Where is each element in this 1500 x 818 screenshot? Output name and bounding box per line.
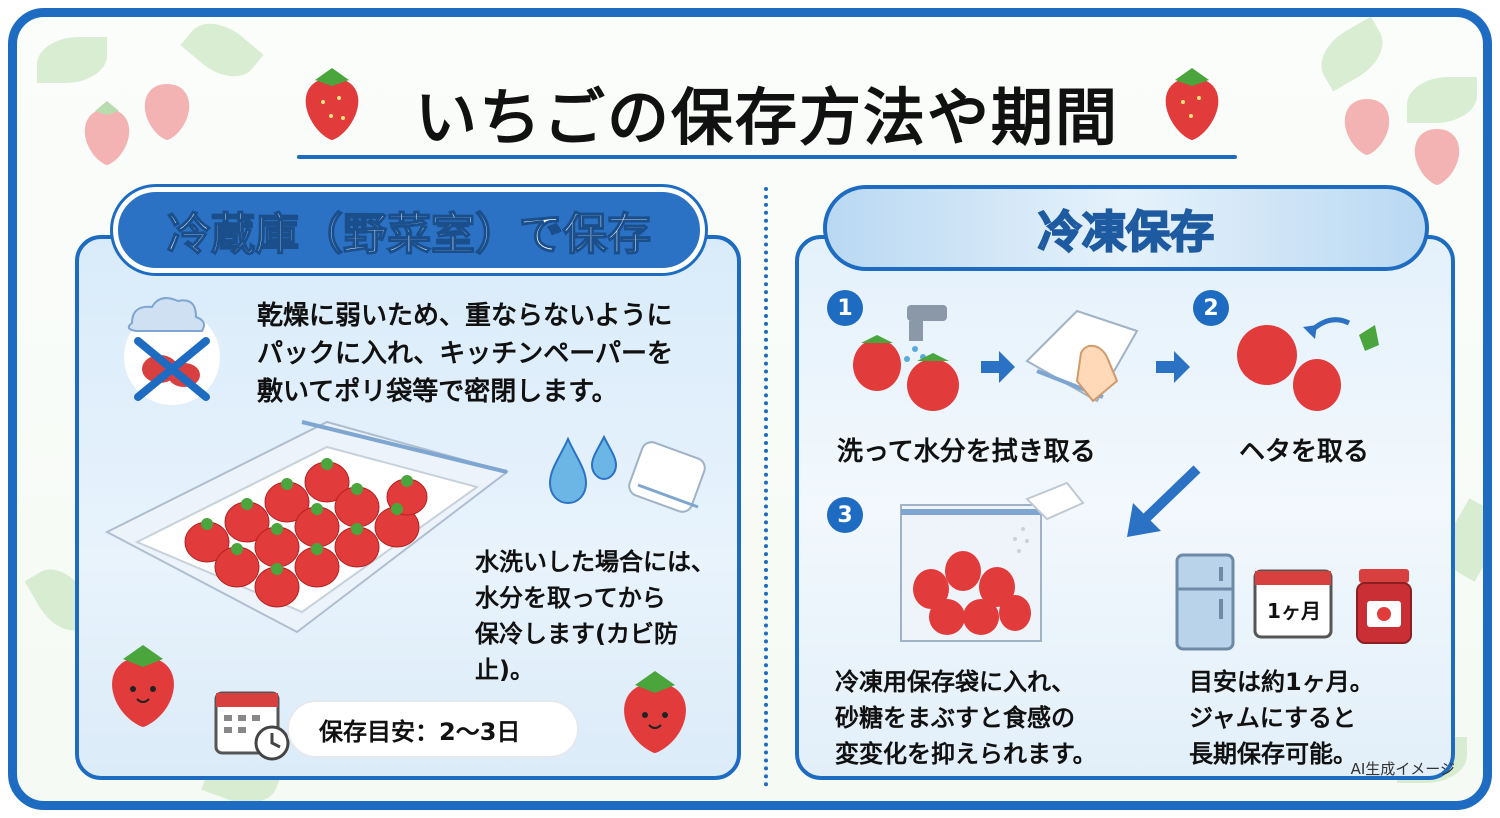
fridge-icon <box>1175 553 1235 651</box>
step-3-line: 変変化を抑えられます。 <box>835 740 1097 768</box>
step-number: 2 <box>1193 290 1229 326</box>
step-2-label: ヘタを取る <box>1239 437 1370 467</box>
strawberry-hull-icon <box>1237 317 1379 411</box>
fridge-text-line: 乾燥に弱いため、重ならないように <box>257 301 673 331</box>
bag-icon <box>900 481 1085 642</box>
step-3-text: 冷凍用保存袋に入れ、 砂糖をまぶすと食感の 変変化を抑えられます。 <box>835 664 1155 772</box>
storage-duration-text: 保存目安：2〜3日 <box>319 717 521 746</box>
storage-text: 目安は約1ヶ月。 ジャムにすると 長期保存可能。 <box>1189 664 1429 772</box>
water-drop-icon <box>548 435 706 513</box>
step-number: 3 <box>827 497 863 533</box>
strawberry-icon <box>84 101 130 165</box>
cross-icon <box>134 337 210 401</box>
fridge-text-line: 敷いてポリ袋等で密閉します。 <box>257 377 618 407</box>
strawberry-pack-illustration <box>104 420 510 634</box>
strawberry-icon <box>1165 68 1219 140</box>
towel-hand-icon <box>1025 309 1139 403</box>
step-number: 1 <box>827 290 863 326</box>
strawberry-icon <box>1344 99 1390 155</box>
calendar-clock-icon <box>214 691 290 761</box>
water-text-line: 水分を取ってから <box>475 584 666 612</box>
faucet-icon <box>853 305 959 411</box>
towel-icon <box>628 441 706 513</box>
strawberry-icon <box>144 84 190 140</box>
storage-line: 長期保存可能。 <box>1189 740 1357 768</box>
fridge-main-text: 乾燥に弱いため、重ならないように パックに入れ、キッチンペーパーを 敷いてポリ袋… <box>257 297 727 411</box>
fridge-text-line: パックに入れ、キッチンペーパーを <box>257 339 674 369</box>
storage-duration-badge: 保存目安：2〜3日 <box>287 700 579 758</box>
leaf-decoration <box>37 37 107 83</box>
title-underline <box>297 155 1237 159</box>
storage-line: 目安は約1ヶ月。 <box>1189 668 1374 696</box>
strawberry-icon <box>1414 129 1460 185</box>
strawberry-character-icon <box>112 645 174 727</box>
arrow-right-icon <box>1156 351 1190 383</box>
fridge-heading: 冷蔵庫（野菜室）で保存 <box>113 187 705 273</box>
title-area: いちごの保存方法や期間 <box>287 57 1247 167</box>
section-divider <box>764 187 768 787</box>
leaf-decoration <box>1310 17 1394 92</box>
calendar-label: 1ヶ月 <box>1267 599 1321 623</box>
step-3-line: 冷凍用保存袋に入れ、 <box>835 668 1076 696</box>
water-text-line: 水洗いした場合には、 <box>475 548 715 576</box>
jam-jar-icon <box>1356 569 1412 644</box>
water-text-line: 保冷します(カビ防止)。 <box>475 620 678 684</box>
strawberry-icon <box>305 68 359 140</box>
frame: いちごの保存方法や期間 冷蔵庫（野菜室）で保存 乾燥に弱いため、重ならないように… <box>8 8 1492 810</box>
cloud-icon <box>124 297 220 405</box>
water-text: 水洗いした場合には、 水分を取ってから 保冷します(カビ防止)。 <box>475 544 735 688</box>
calendar-icon <box>1253 569 1333 639</box>
arrow-right-icon <box>981 351 1015 383</box>
credit-label: AI生成イメージ <box>1350 760 1455 778</box>
strawberry-character-icon <box>624 671 686 753</box>
arrow-diagonal-icon <box>1127 465 1201 537</box>
step-1-label: 洗って水分を拭き取る <box>837 437 1096 467</box>
storage-line: ジャムにすると <box>1189 704 1357 732</box>
freezer-heading: 冷凍保存 <box>823 185 1429 271</box>
page-title: いちごの保存方法や期間 <box>414 81 1119 154</box>
step-3-line: 砂糖をまぶすと食感の <box>835 704 1075 732</box>
